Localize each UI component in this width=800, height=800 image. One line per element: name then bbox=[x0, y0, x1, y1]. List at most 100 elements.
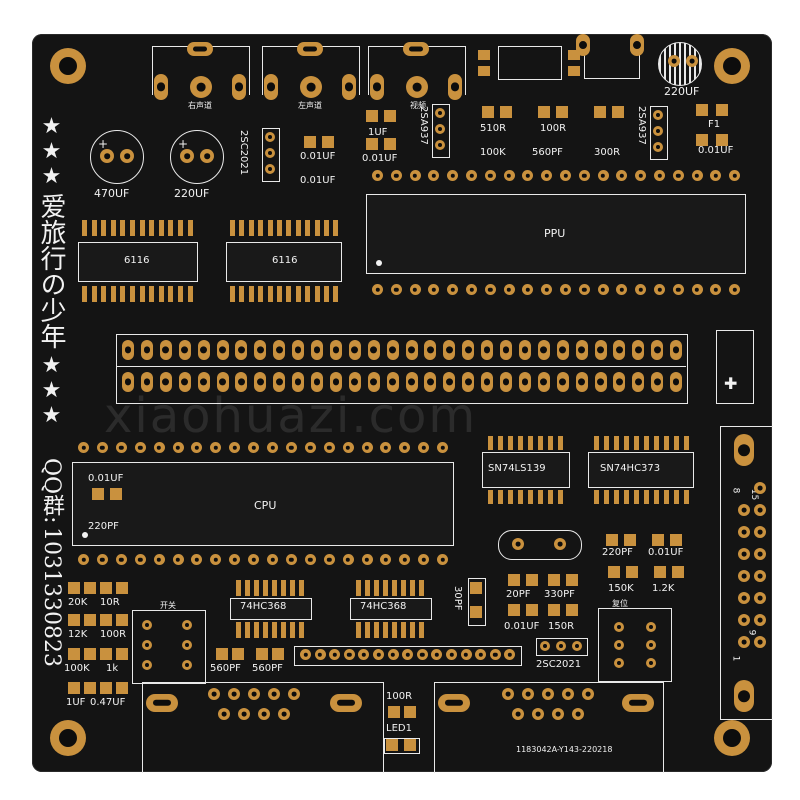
cartridge-pin bbox=[632, 340, 645, 360]
switch-pin bbox=[614, 622, 624, 632]
header-pin bbox=[358, 649, 370, 660]
part-label: 300R bbox=[594, 147, 621, 158]
stars-bottom: ★★★ bbox=[39, 353, 64, 428]
port-pin bbox=[582, 688, 594, 700]
ppu-pin bbox=[729, 284, 741, 295]
port-slot bbox=[330, 694, 362, 712]
smd-pad bbox=[612, 106, 624, 118]
buffer-2-label: 74HC368 bbox=[360, 601, 407, 612]
header-pin bbox=[329, 649, 341, 660]
controller-port-2-outline bbox=[434, 682, 664, 773]
ram-1-label: 6116 bbox=[124, 255, 150, 266]
cpu-pin bbox=[304, 442, 316, 453]
logic-pin bbox=[654, 436, 659, 450]
cartridge-pin bbox=[556, 372, 569, 392]
part-label: 150K bbox=[608, 583, 634, 594]
right-audio-label: 右声道 bbox=[188, 101, 212, 110]
smd-pad bbox=[696, 104, 708, 116]
cartridge-pin bbox=[273, 372, 286, 392]
cpu-pin bbox=[229, 442, 241, 453]
mounting-hole-top-left bbox=[50, 48, 86, 84]
ram-pin bbox=[295, 220, 301, 236]
logic-pin bbox=[644, 490, 649, 504]
left-audio-label: 左声道 bbox=[298, 101, 322, 110]
logic-pin bbox=[548, 436, 553, 450]
buffer-pin bbox=[272, 580, 277, 596]
transistor-outline bbox=[262, 128, 280, 182]
cpu-pin bbox=[134, 442, 146, 453]
part-label: 1UF bbox=[66, 697, 86, 708]
cartridge-pin bbox=[424, 340, 437, 360]
logic-pin bbox=[674, 436, 679, 450]
buffer-pin bbox=[299, 622, 304, 638]
buffer-pin bbox=[290, 580, 295, 596]
transistor-pin bbox=[435, 124, 445, 134]
smd-pad bbox=[526, 604, 538, 616]
ram-pin bbox=[324, 220, 329, 236]
cartridge-pin bbox=[348, 372, 361, 392]
transistor-pin bbox=[265, 164, 275, 174]
jack-pad bbox=[232, 74, 246, 100]
buffer-pin bbox=[263, 622, 268, 638]
ram-pin bbox=[158, 286, 164, 302]
cpu-pin bbox=[323, 554, 335, 565]
port-pin bbox=[288, 688, 300, 700]
buffer-pin bbox=[365, 622, 370, 638]
ram-pin bbox=[101, 286, 107, 302]
part-label: 1UF bbox=[368, 127, 388, 138]
ram-pin bbox=[187, 286, 193, 302]
buffer-pin bbox=[410, 622, 415, 638]
smd-pad bbox=[482, 106, 494, 118]
cartridge-pin bbox=[500, 372, 512, 392]
cartridge-pin bbox=[651, 340, 664, 360]
header-pin bbox=[446, 649, 457, 660]
header-pin bbox=[460, 649, 472, 660]
smd-pad bbox=[624, 534, 636, 546]
header-outline bbox=[294, 646, 522, 666]
cartridge-pin bbox=[518, 340, 531, 360]
port-pin bbox=[542, 688, 554, 700]
decoder-label: SN74LS139 bbox=[488, 463, 546, 474]
cartridge-pin bbox=[254, 372, 267, 392]
port-pin bbox=[208, 688, 220, 700]
cap-pin bbox=[200, 149, 214, 163]
qq-label: QQ群: bbox=[39, 458, 64, 524]
ram-pin bbox=[82, 220, 87, 236]
cartridge-slot-outline bbox=[116, 334, 688, 404]
ppu-pin bbox=[654, 170, 665, 181]
buffer-pin bbox=[383, 622, 388, 638]
ram-pin bbox=[305, 286, 311, 302]
ppu-pin bbox=[503, 170, 515, 181]
part-label: 100K bbox=[64, 663, 90, 674]
cartridge-pin bbox=[443, 372, 456, 392]
cartridge-pin bbox=[254, 340, 267, 360]
ram-pin bbox=[230, 286, 235, 302]
logic-pin bbox=[528, 436, 533, 450]
cartridge-pin bbox=[462, 340, 475, 360]
ram-pin bbox=[267, 220, 273, 236]
cartridge-pin bbox=[594, 340, 607, 360]
logic-pin bbox=[604, 490, 609, 504]
cartridge-pin bbox=[159, 372, 172, 392]
port-pin bbox=[228, 688, 240, 700]
cartridge-pin bbox=[122, 340, 134, 360]
smd-pad bbox=[500, 106, 512, 118]
ram-pin bbox=[110, 220, 116, 236]
cpu-pin bbox=[78, 554, 89, 565]
ram-pin bbox=[168, 220, 174, 236]
smd-pad bbox=[470, 606, 482, 618]
mounting-hole-bottom-left bbox=[50, 720, 86, 756]
buffer-pin bbox=[281, 622, 286, 638]
ppu-pin bbox=[428, 284, 440, 295]
cap-470uf-label: 470UF bbox=[94, 187, 130, 200]
expansion-pin bbox=[754, 526, 766, 538]
cartridge-pin bbox=[348, 340, 361, 360]
qq-number: 1031330823 bbox=[39, 527, 64, 668]
logic-pin bbox=[664, 436, 669, 450]
pin1-marker bbox=[82, 532, 88, 538]
ram-pin bbox=[333, 220, 339, 236]
ppu-pin bbox=[447, 284, 459, 295]
cap-pin bbox=[686, 55, 698, 67]
ppu-pin bbox=[616, 284, 628, 295]
header-pin bbox=[431, 649, 443, 660]
